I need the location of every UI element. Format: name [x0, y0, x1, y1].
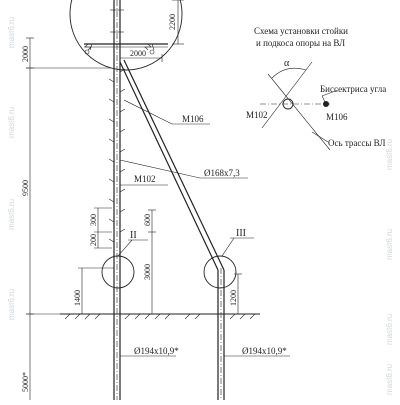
- dim-9500: 9500: [21, 180, 30, 196]
- dim-200: 200: [89, 234, 98, 246]
- step-peg: [108, 218, 115, 223]
- m102-pole-symbol: [282, 98, 294, 110]
- dim-5000: 5000*: [21, 372, 30, 392]
- step-peg: [108, 158, 115, 163]
- dim-600: 600: [143, 214, 152, 226]
- scheme-label-m106: М106: [326, 112, 348, 122]
- watermarks: mast6.ru mast6.ru mast6.ru mast6.ru mast…: [7, 17, 394, 395]
- watermark: mast6.ru: [7, 199, 16, 230]
- dim-2000-horizontal: 2000: [130, 49, 146, 58]
- detail-circle-top: [69, 0, 183, 71]
- scheme-title-line1: Схема установки стойки: [254, 26, 348, 36]
- step-peg: [108, 78, 115, 83]
- step-peg: [119, 208, 126, 213]
- node-II-label: II: [130, 230, 137, 241]
- left-dimensions: 2000 9500 5000* 1400 300 200 600 3000 12…: [21, 37, 242, 400]
- step-peg: [119, 148, 126, 153]
- node-III-circle: [203, 255, 237, 289]
- installation-scheme: Схема установки стойки и подкоса опоры н…: [246, 26, 386, 151]
- dim-1400: 1400: [73, 290, 82, 306]
- node-II-circle: [101, 255, 135, 289]
- scheme-label-m102: М102: [246, 110, 268, 120]
- leader-labels: М106 Ø168х7,3 М102 Ø194х10,9* Ø194х10,9*: [119, 99, 290, 357]
- top-detail: 2200 2000: [69, 0, 184, 71]
- line-axis-b: [261, 61, 313, 129]
- line-axis-a: [267, 73, 331, 151]
- step-peg: [108, 238, 115, 243]
- watermark: mast6.ru: [385, 364, 394, 395]
- main-pole: [113, 0, 121, 400]
- alpha-arc: [271, 67, 307, 79]
- watermark: mast6.ru: [7, 17, 16, 48]
- step-peg: [108, 198, 115, 203]
- dim-300: 300: [89, 214, 98, 226]
- dim-2200: 2200: [168, 14, 177, 30]
- label-strut-pipe: Ø168х7,3: [204, 168, 240, 178]
- label-pole-pipe-right: Ø194х10,9*: [242, 346, 287, 356]
- dim-2000-top: 2000: [21, 46, 30, 62]
- step-peg: [108, 178, 115, 183]
- dim-3000: 3000: [143, 264, 152, 280]
- dim-1200: 1200: [229, 290, 238, 306]
- detail-nodes: II III: [101, 228, 254, 289]
- scheme-title-line2: и подкоса опоры на ВЛ: [256, 38, 345, 48]
- step-peg: [119, 88, 126, 93]
- step-peg: [108, 138, 115, 143]
- label-axis-route: Ось трассы ВЛ: [328, 138, 385, 148]
- label-m106: М106: [182, 114, 204, 124]
- step-peg: [119, 128, 126, 133]
- watermark: mast6.ru: [385, 229, 394, 260]
- ground-line: [60, 313, 260, 320]
- step-peg: [119, 188, 126, 193]
- watermark: mast6.ru: [385, 139, 394, 170]
- step-peg: [119, 168, 126, 173]
- step-peg: [108, 118, 115, 123]
- strut: [119, 59, 225, 400]
- alpha-symbol: α: [284, 58, 290, 69]
- label-m102: М102: [134, 174, 156, 184]
- insulator-left: [84, 43, 93, 51]
- step-peg: [108, 98, 115, 103]
- insulator-right: [144, 43, 155, 51]
- label-bisector: Биссектриса угла: [320, 84, 386, 94]
- watermark: mast6.ru: [385, 314, 394, 345]
- node-III-label: III: [236, 228, 246, 239]
- watermark: mast6.ru: [7, 289, 16, 320]
- step-peg: [119, 108, 126, 113]
- watermark: mast6.ru: [7, 107, 16, 138]
- step-peg: [119, 228, 126, 233]
- label-pole-pipe-left: Ø194х10,9*: [134, 346, 179, 356]
